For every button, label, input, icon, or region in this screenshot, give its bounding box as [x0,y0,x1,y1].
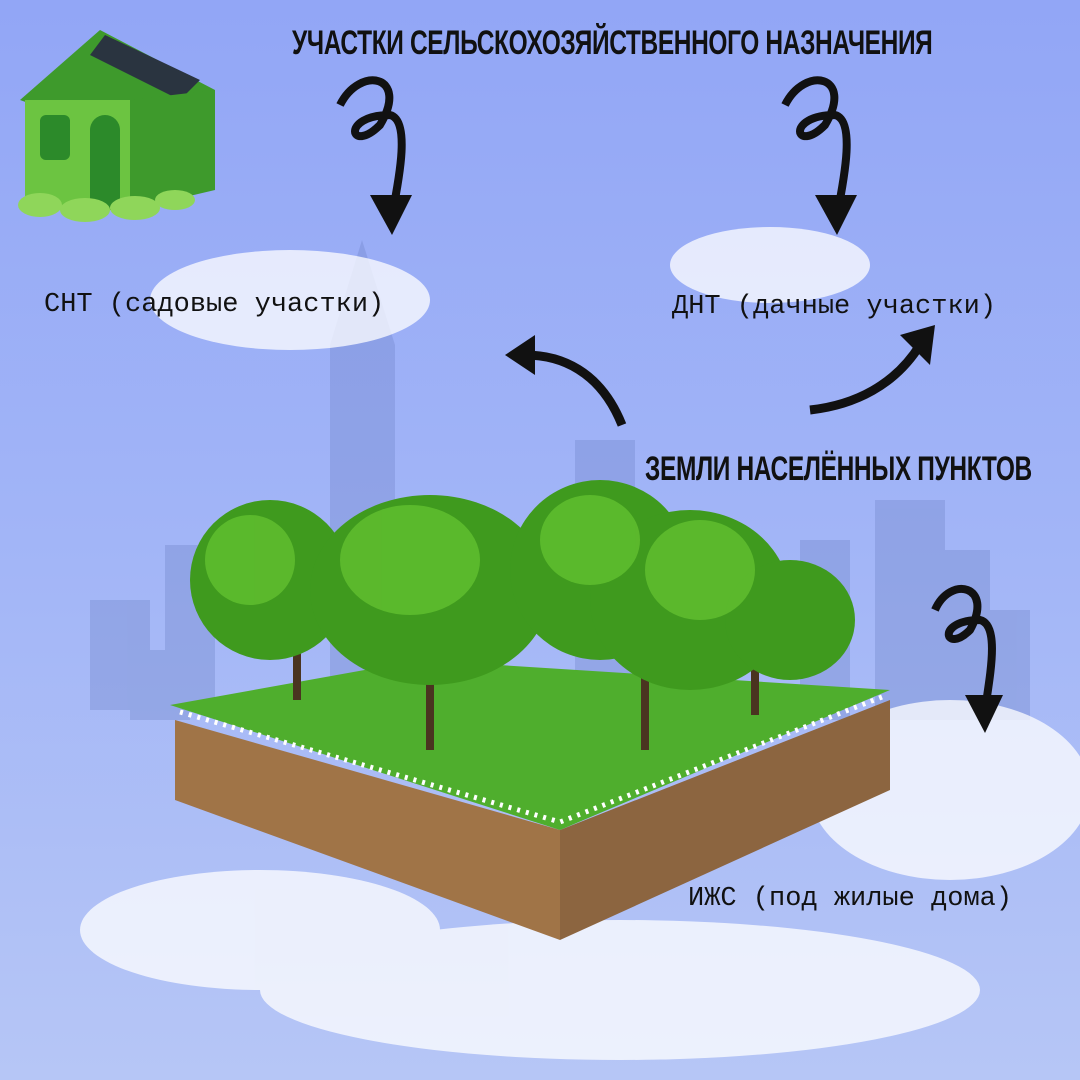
curved-arrow-left-icon [505,335,627,427]
curved-arrow-right-icon [809,325,935,415]
green-house-icon [18,30,215,222]
curly-arrow-down-icon [931,584,1003,733]
settlement-lands-heading: ЗЕМЛИ НАСЕЛЁННЫХ ПУНКТОВ [645,450,1032,488]
curly-arrow-down-icon [336,76,412,235]
dnt-label: ДНТ (дачные участки) [672,292,997,322]
agricultural-land-heading: УЧАСТКИ СЕЛЬСКОХОЗЯЙСТВЕННОГО НАЗНАЧЕНИЯ [292,24,933,62]
izhs-label: ИЖС (под жилые дома) [688,884,1013,914]
curly-arrow-down-icon [781,76,857,235]
snt-label: СНТ (садовые участки) [44,290,385,320]
